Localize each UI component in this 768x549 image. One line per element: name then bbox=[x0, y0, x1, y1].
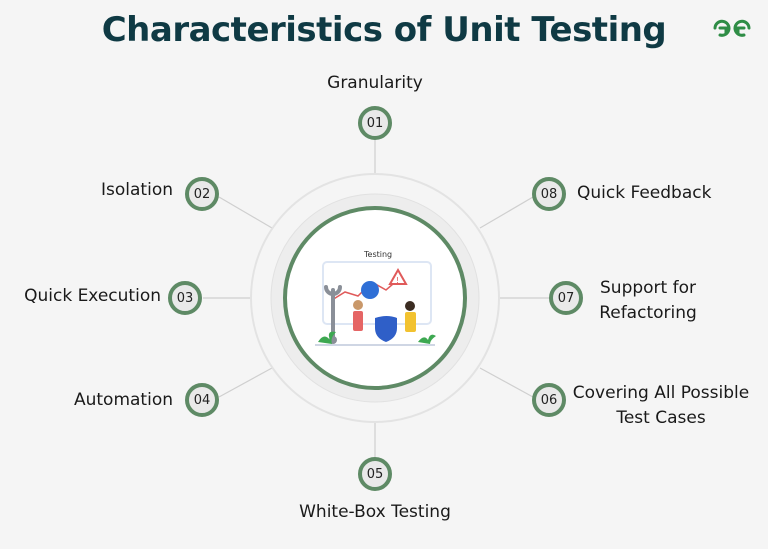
person-left bbox=[353, 300, 363, 310]
shield-icon bbox=[375, 316, 397, 342]
node-06: 06 bbox=[532, 383, 566, 417]
label-covering-all-possible: Covering All Possible bbox=[572, 383, 750, 403]
center-caption: Testing bbox=[364, 250, 393, 259]
node-07: 07 bbox=[549, 281, 583, 315]
label-test-cases: Test Cases bbox=[616, 408, 706, 428]
connector-02 bbox=[218, 196, 273, 229]
connector-08 bbox=[479, 196, 534, 229]
label-quick-execution: Quick Execution bbox=[24, 286, 161, 306]
geeksforgeeks-logo bbox=[713, 19, 751, 37]
page-title: Characteristics of Unit Testing bbox=[101, 10, 667, 50]
label-isolation: Isolation bbox=[101, 180, 173, 200]
label-automation: Automation bbox=[73, 390, 173, 410]
label-granularity: Granularity bbox=[327, 73, 423, 93]
connector-06 bbox=[479, 367, 534, 398]
label-white-box-testing: White-Box Testing bbox=[299, 502, 451, 522]
person-right bbox=[405, 301, 415, 311]
testing-illustration: ! bbox=[315, 261, 436, 346]
node-01: 01 bbox=[358, 106, 392, 140]
node-03: 03 bbox=[168, 281, 202, 315]
label-quick-feedback: Quick Feedback bbox=[577, 183, 712, 203]
plug-icon bbox=[361, 281, 379, 299]
svg-text:!: ! bbox=[396, 276, 399, 285]
wrench-icon bbox=[324, 285, 342, 340]
label-refactoring: Refactoring bbox=[599, 303, 697, 323]
label-support-for: Support for bbox=[600, 278, 696, 298]
node-08: 08 bbox=[532, 177, 566, 211]
node-04: 04 bbox=[185, 383, 219, 417]
node-02: 02 bbox=[185, 177, 219, 211]
connector-04 bbox=[218, 367, 273, 398]
plant-icon bbox=[318, 331, 336, 344]
node-05: 05 bbox=[358, 457, 392, 491]
warning-icon bbox=[388, 267, 408, 285]
